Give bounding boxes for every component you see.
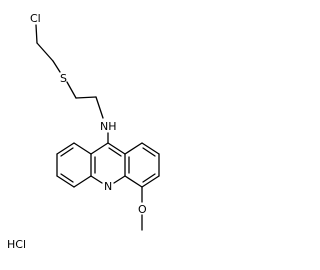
bond-c1-c2	[36, 42, 54, 62]
bond-c8a-c8	[73, 142, 92, 155]
bond-c6-c5	[56, 175, 75, 188]
bond-c4-c4a	[124, 175, 143, 188]
atom-label-amine: NH	[100, 120, 117, 133]
bond-c2-s	[52, 60, 61, 73]
atom-label-chlorine: Cl	[30, 12, 41, 25]
bond-n10-c10a	[90, 175, 103, 184]
molecule-structure: Cl S NH N O HCl	[7, 12, 160, 251]
bond-c4-n	[95, 96, 104, 119]
bond-c8-c7	[56, 142, 75, 155]
bond-c9a-c1	[124, 142, 143, 155]
bond-c1-c2-inner	[142, 147, 156, 157]
bond-cl-c1	[35, 24, 38, 44]
bond-c3-c4-inner	[142, 173, 156, 183]
bond-c9-c9a-inner	[108, 147, 122, 157]
bond-c4a-n10	[113, 175, 126, 184]
atom-label-ring-nitrogen: N	[104, 180, 112, 193]
acridine-ring-bonds	[56, 142, 160, 188]
bond-c8-c7-inner	[60, 147, 74, 157]
bond-c3-c4	[141, 175, 160, 188]
bond-c6-c5-inner	[60, 173, 74, 183]
bond-s-c3	[66, 81, 77, 99]
bond-c9-c9a	[107, 142, 126, 155]
bond-c3-c4	[75, 96, 97, 99]
salt-label: HCl	[7, 238, 26, 251]
bond-c5-c10a	[73, 175, 92, 188]
atom-label-oxygen: O	[138, 203, 147, 216]
atom-label-sulfur: S	[60, 72, 67, 85]
side-chain-bonds	[35, 24, 109, 144]
bond-c8a-c9	[90, 142, 109, 155]
bond-c1-c2	[141, 142, 160, 155]
